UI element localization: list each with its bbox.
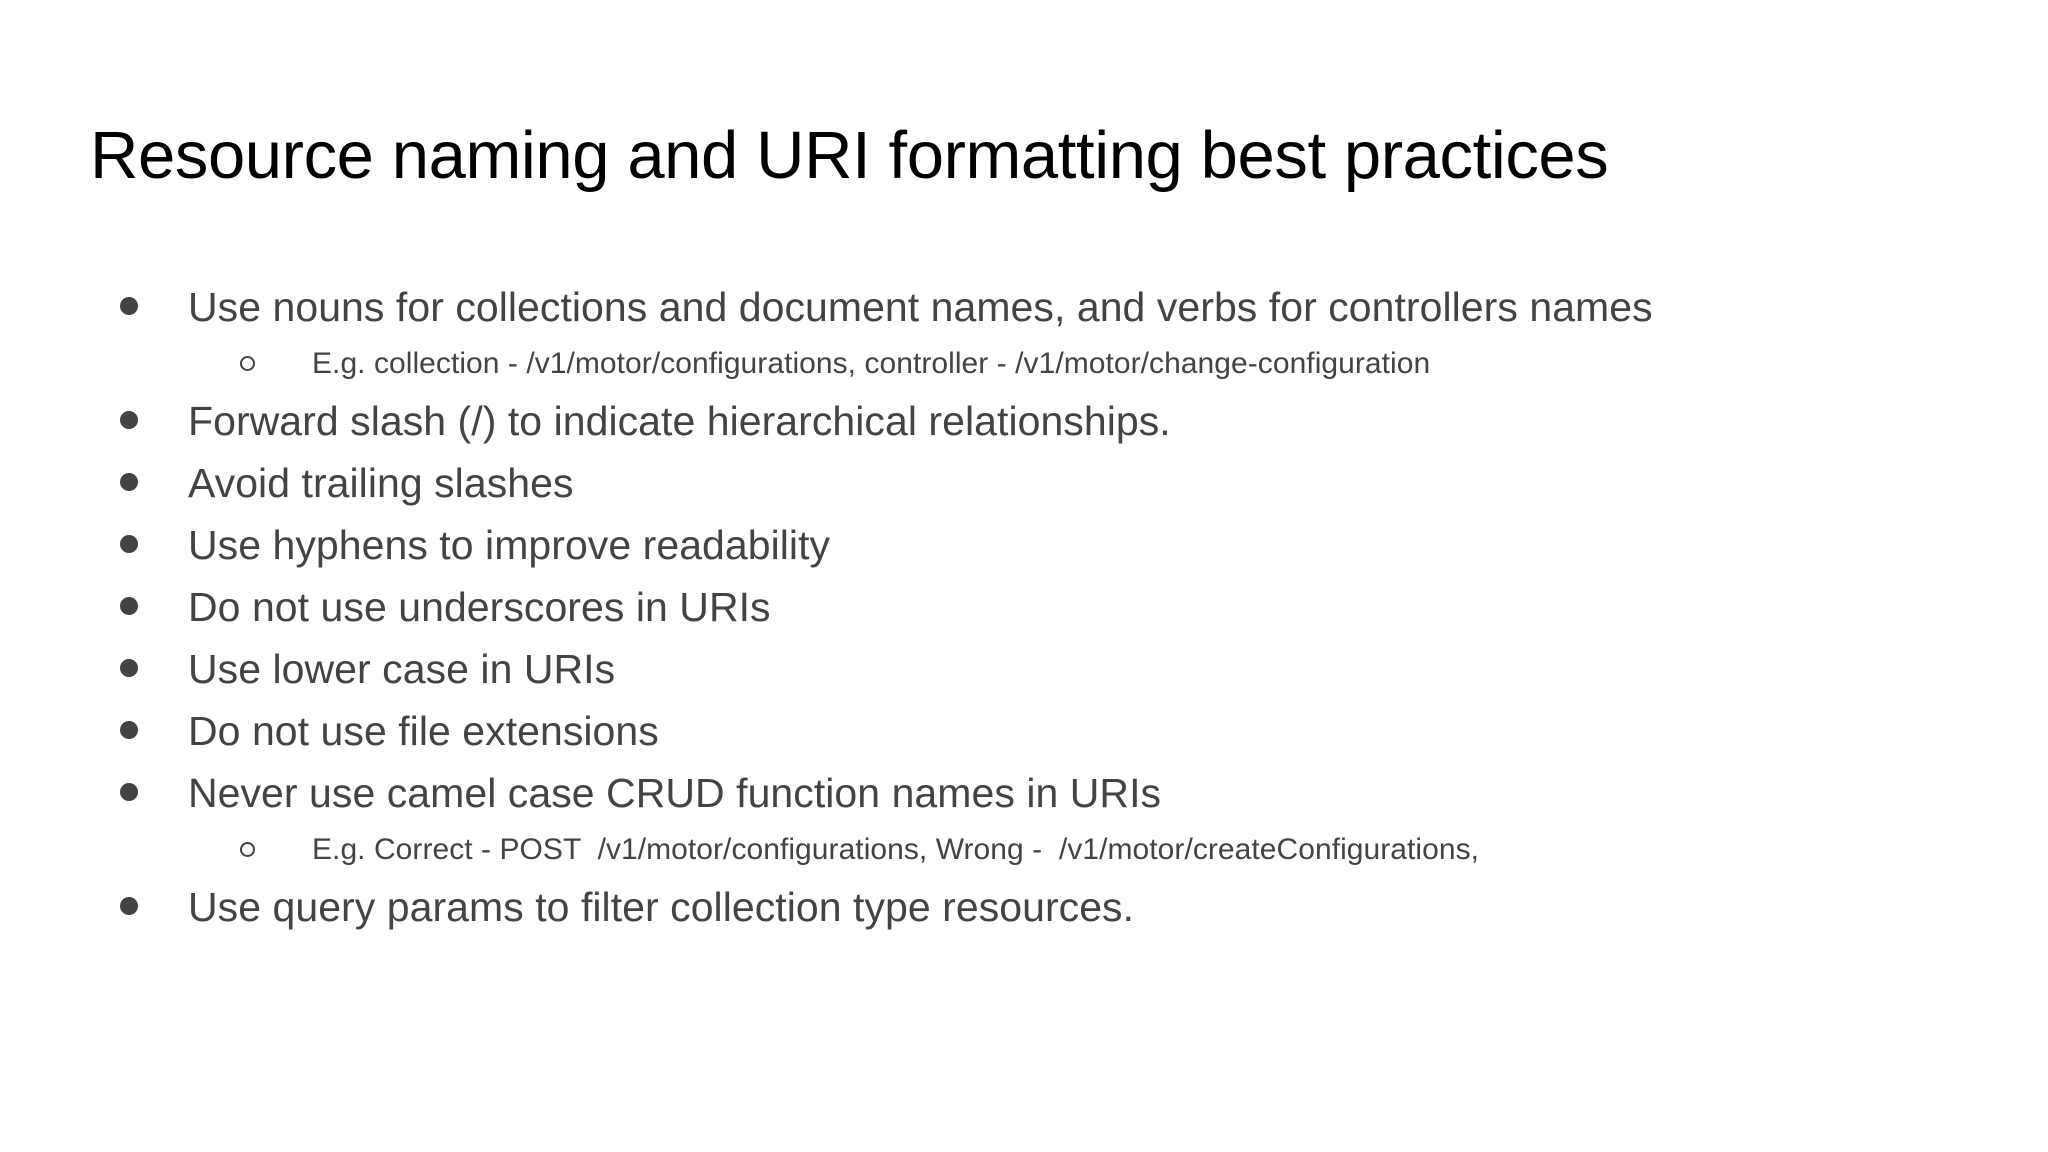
filled-circle-bullet-icon: [120, 276, 188, 338]
bullet-glyph: [120, 783, 138, 802]
list-item-text: Forward slash (/) to indicate hierarchic…: [188, 398, 1171, 444]
list-item: Forward slash (/) to indicate hierarchic…: [110, 390, 1980, 452]
list-item-text: Do not use file extensions: [188, 708, 659, 754]
bullet-glyph: [120, 297, 138, 316]
filled-circle-bullet-icon: [120, 638, 188, 700]
filled-circle-bullet-icon: [120, 700, 188, 762]
list-item-text: Use query params to filter collection ty…: [188, 884, 1135, 930]
bullet-glyph: [120, 411, 138, 430]
list-item: Use lower case in URIs: [110, 638, 1980, 700]
page-title: Resource naming and URI formatting best …: [90, 118, 1609, 193]
list-item: Do not use underscores in URIs: [110, 576, 1980, 638]
list-item-text: Use nouns for collections and document n…: [188, 284, 1653, 330]
list-item: Use nouns for collections and document n…: [110, 276, 1980, 338]
list-item: Use hyphens to improve readability: [110, 514, 1980, 576]
list-item: Do not use file extensions: [110, 700, 1980, 762]
filled-circle-bullet-icon: [120, 762, 188, 824]
list-item-text: Use hyphens to improve readability: [188, 522, 831, 568]
bullet-glyph: [120, 535, 138, 554]
list-item-text: Do not use underscores in URIs: [188, 584, 771, 630]
bullet-glyph: [120, 659, 138, 678]
bullet-glyph: [120, 721, 138, 740]
bullet-list: Use nouns for collections and document n…: [110, 276, 1980, 938]
list-item: E.g. Correct - POST /v1/motor/configurat…: [110, 826, 1980, 874]
list-item-text: Use lower case in URIs: [188, 646, 616, 692]
list-item: Never use camel case CRUD function names…: [110, 762, 1980, 824]
bullet-glyph: [120, 897, 138, 916]
bullet-glyph: [120, 597, 138, 616]
list-item-text: Never use camel case CRUD function names…: [188, 770, 1162, 816]
list-item-text: Avoid trailing slashes: [188, 460, 574, 506]
filled-circle-bullet-icon: [120, 876, 188, 938]
filled-circle-bullet-icon: [120, 390, 188, 452]
bullet-glyph: [120, 473, 138, 492]
filled-circle-bullet-icon: [120, 452, 188, 514]
filled-circle-bullet-icon: [120, 576, 188, 638]
list-item-text: E.g. collection - /v1/motor/configuratio…: [312, 347, 1431, 380]
hollow-circle-bullet-icon: [240, 826, 312, 874]
list-item-text: E.g. Correct - POST /v1/motor/configurat…: [312, 833, 1480, 866]
list-item: Avoid trailing slashes: [110, 452, 1980, 514]
bullet-glyph: [240, 841, 255, 857]
list-item: E.g. collection - /v1/motor/configuratio…: [110, 340, 1980, 388]
filled-circle-bullet-icon: [120, 514, 188, 576]
hollow-circle-bullet-icon: [240, 340, 312, 388]
list-item: Use query params to filter collection ty…: [110, 876, 1980, 938]
bullet-glyph: [240, 355, 255, 371]
